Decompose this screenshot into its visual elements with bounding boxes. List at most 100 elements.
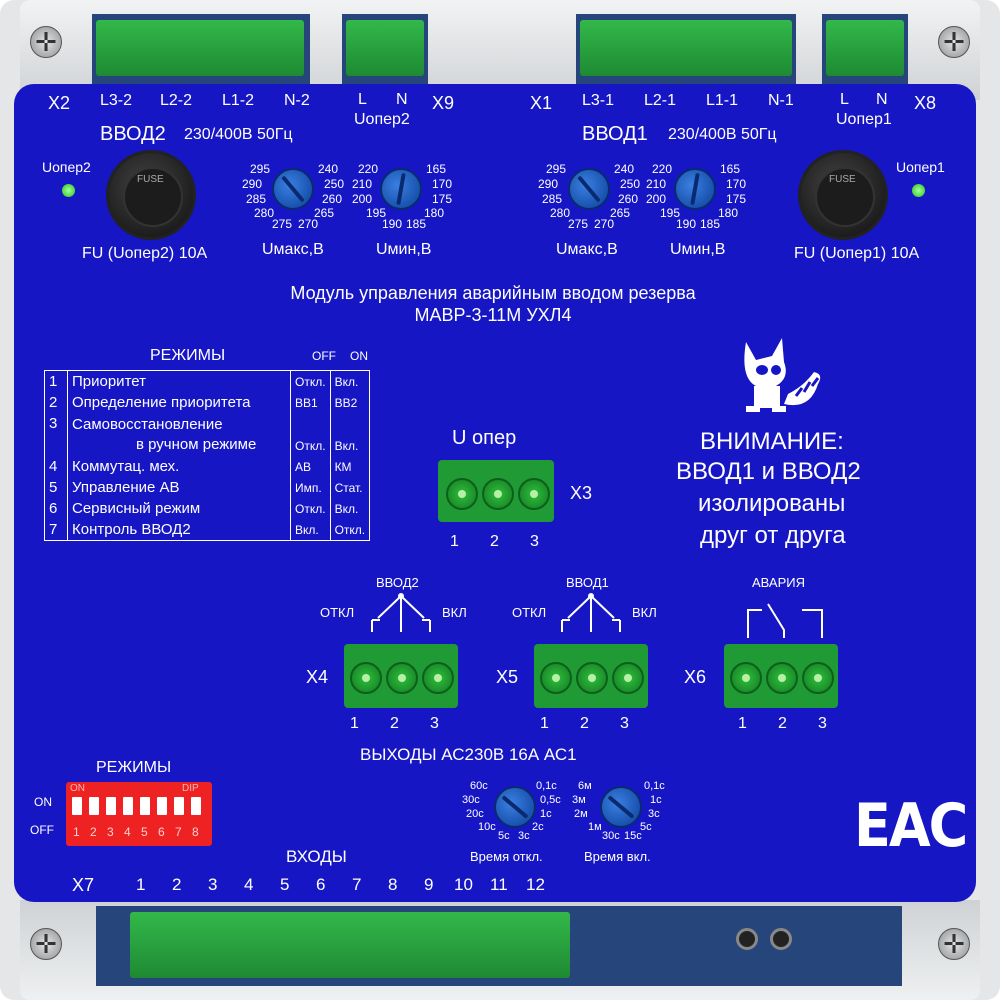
dip-number: 3 — [107, 825, 114, 839]
scale-label: 280 — [550, 206, 571, 220]
vvod2-title: ВВОД2 — [100, 123, 166, 145]
row-off: ВВ1 — [290, 392, 331, 413]
scale-label: 285 — [246, 192, 267, 206]
dip-toggle-4[interactable] — [123, 797, 133, 815]
dip-toggle-2[interactable] — [89, 797, 99, 815]
dip-toggle-1[interactable] — [72, 797, 82, 815]
input-number: 1 — [136, 875, 146, 894]
relay-contact-icon — [371, 593, 431, 632]
dip-toggle-6[interactable] — [157, 797, 167, 815]
pin-icon — [422, 662, 454, 694]
scale-label: 5с — [498, 830, 510, 842]
x5-pin-number: 3 — [620, 715, 629, 732]
scale-label: 295 — [250, 162, 271, 176]
screw-cross-icon: ✛ — [943, 27, 965, 57]
scale-label: 170 — [432, 177, 453, 191]
pin-icon — [766, 662, 798, 694]
umax2-knob[interactable] — [272, 168, 314, 210]
pin-label: L1-2 — [222, 92, 255, 109]
fuse-cap-icon — [815, 167, 875, 227]
pin-icon — [576, 662, 608, 694]
row-on: Вкл. — [329, 370, 371, 392]
x6-pin-number: 3 — [818, 715, 827, 732]
scale-label: 190 — [676, 217, 697, 231]
timer-off-knob[interactable] — [494, 786, 536, 828]
scale-label: 175 — [726, 192, 747, 206]
warning-line1: ВНИМАНИЕ: — [700, 428, 844, 455]
x1-terminal-block[interactable] — [580, 20, 792, 76]
modes-heading: РЕЖИМЫ — [150, 347, 226, 364]
umin2-label: Uмин,В — [376, 241, 432, 258]
fuse-text: FUSE — [137, 174, 164, 185]
scale-label: 2м — [574, 808, 588, 820]
screw-cross-icon: ✛ — [35, 27, 57, 57]
scale-label: 260 — [322, 192, 343, 206]
scale-label: 180 — [718, 206, 739, 220]
row-number: 1 — [44, 370, 68, 392]
pin-label: N — [396, 91, 408, 108]
dip-number: 1 — [73, 825, 80, 839]
row-number: 6 — [44, 498, 68, 519]
scale-label: 185 — [700, 217, 721, 231]
inputs-heading: ВХОДЫ — [286, 847, 347, 866]
pin-label: L2-2 — [160, 92, 193, 109]
pin-icon — [518, 478, 550, 510]
x9-terminal-block[interactable] — [346, 20, 424, 76]
x7-terminal-block[interactable] — [130, 912, 570, 978]
screw-cross-icon: ✛ — [35, 929, 57, 959]
umax1-knob[interactable] — [568, 168, 610, 210]
x6-connector[interactable] — [724, 644, 838, 708]
scale-label: 60с — [470, 780, 488, 792]
x2-terminal-block[interactable] — [96, 20, 304, 76]
pin-label: L3-1 — [582, 92, 615, 109]
scale-label: 185 — [406, 217, 427, 231]
row-number: 7 — [44, 519, 68, 541]
uoper2-led-icon — [62, 184, 75, 197]
x5-pin-number: 1 — [540, 715, 549, 732]
dip-toggle-3[interactable] — [106, 797, 116, 815]
x5-title: ВВОД1 — [566, 575, 609, 590]
pin-label: N — [876, 91, 888, 108]
pin-label: L — [840, 91, 849, 108]
knob-pointer-icon — [501, 795, 529, 819]
table-row: 1 Приоритет Откл. Вкл. — [44, 370, 371, 392]
dip-toggle-7[interactable] — [174, 797, 184, 815]
scale-label: 6м — [578, 780, 592, 792]
dip-heading: РЕЖИМЫ — [96, 759, 172, 776]
dip-toggle-8[interactable] — [191, 797, 201, 815]
x4-pin-number: 3 — [430, 715, 439, 732]
scale-label: 250 — [620, 177, 641, 191]
umin2-knob[interactable] — [380, 168, 422, 210]
warning-line2: ВВОД1 и ВВОД2 — [676, 458, 861, 485]
knob-pointer-icon — [690, 172, 700, 206]
row-off: Вкл. — [290, 519, 331, 541]
dip-number: 2 — [90, 825, 97, 839]
x4-connector[interactable] — [344, 644, 458, 708]
scale-label: 270 — [298, 217, 319, 231]
x3-title: U опер — [452, 427, 517, 449]
scale-label: 1с — [540, 808, 552, 820]
uoper2-top-label: Uопер2 — [354, 111, 410, 128]
umax1-label: Uмакс,В — [556, 241, 618, 258]
fuse-uoper1[interactable]: FUSE — [798, 150, 888, 240]
fuse-uoper2[interactable]: FUSE — [106, 150, 196, 240]
dip-toggle-5[interactable] — [140, 797, 150, 815]
timer-on-knob[interactable] — [600, 786, 642, 828]
row-number: 4 — [44, 456, 68, 477]
x3-connector[interactable] — [438, 460, 554, 522]
dip-top-dip: DIP — [182, 783, 199, 794]
x9-label: X9 — [432, 93, 455, 113]
umin1-knob[interactable] — [674, 168, 716, 210]
scale-label: 15с — [624, 830, 642, 842]
x5-connector[interactable] — [534, 644, 648, 708]
pin-icon — [730, 662, 762, 694]
row-off: АВ — [290, 456, 331, 477]
row-on: Вкл. — [329, 498, 371, 519]
pin-icon — [350, 662, 382, 694]
row-off: Откл. — [290, 370, 331, 392]
x8-terminal-block[interactable] — [826, 20, 904, 76]
table-row: 7 Контроль ВВОД2 Вкл. Откл. — [44, 519, 371, 541]
umax2-label: Uмакс,В — [262, 241, 324, 258]
dip-on-label: ON — [34, 795, 52, 809]
dip-switch[interactable]: ON DIP 1 2 3 4 5 6 7 8 — [66, 782, 212, 846]
